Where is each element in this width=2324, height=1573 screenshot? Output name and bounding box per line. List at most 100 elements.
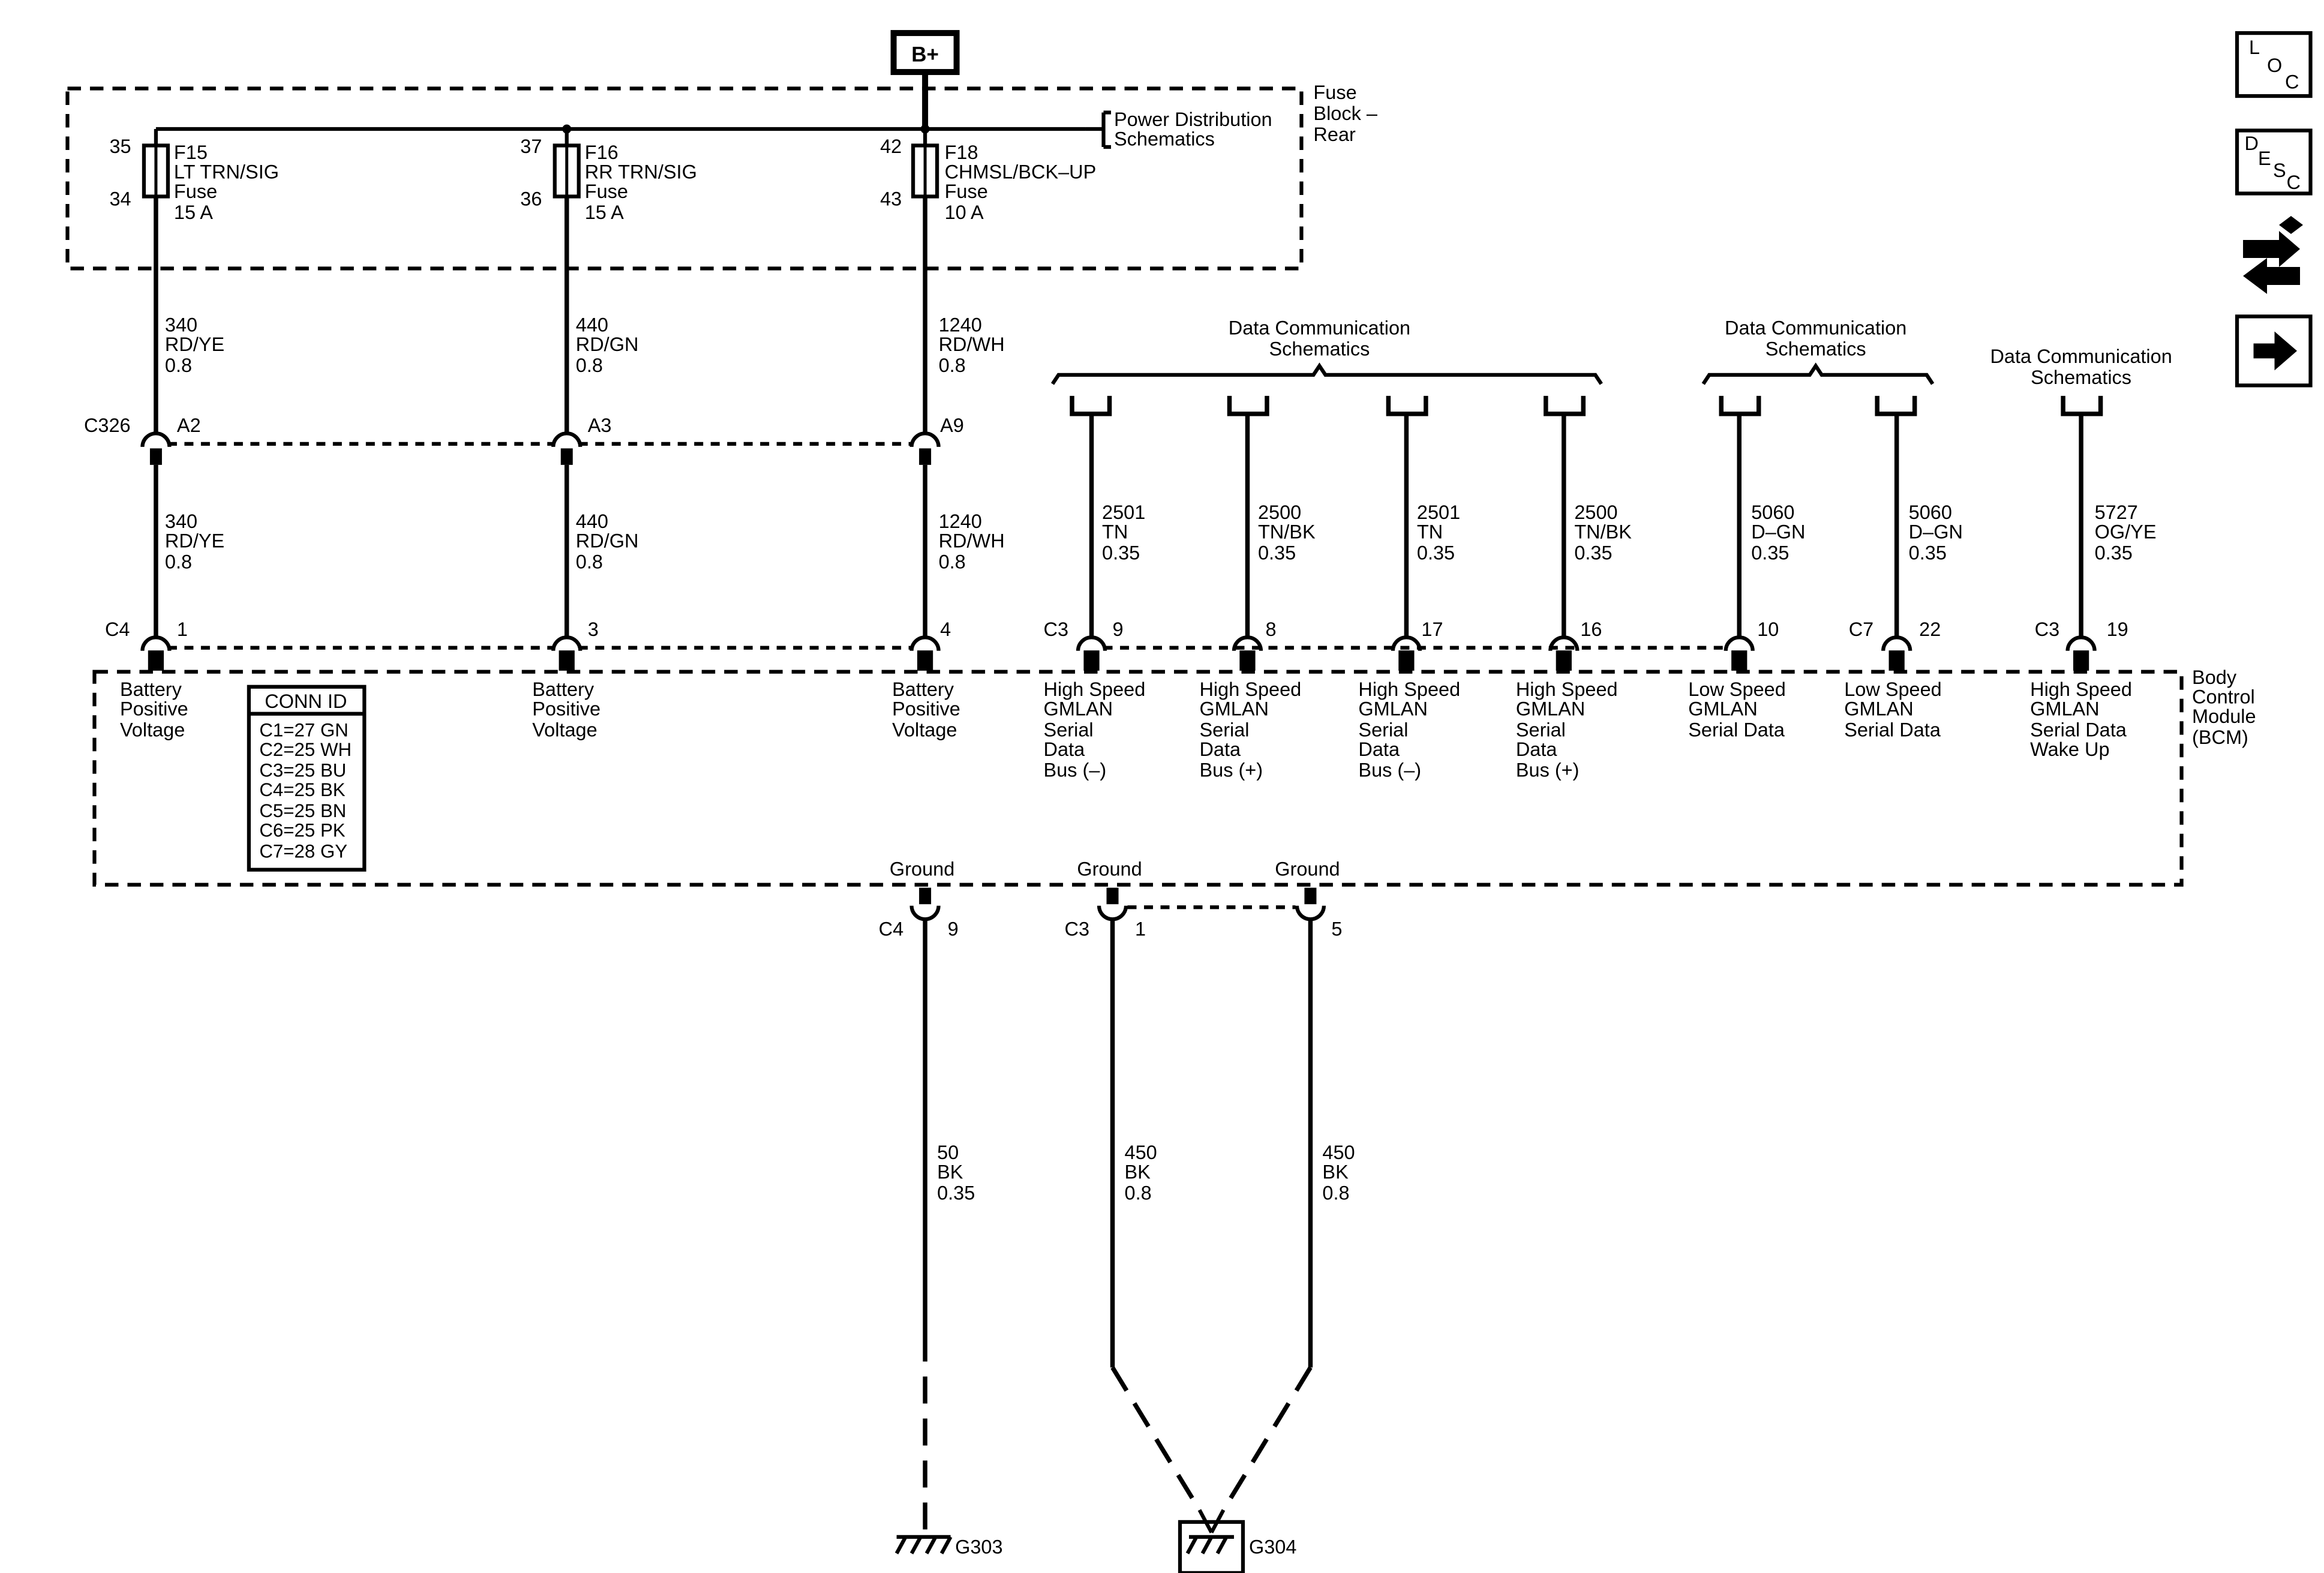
svg-text:Battery: Battery <box>120 679 182 700</box>
svg-text:Data Communication: Data Communication <box>1229 317 1410 338</box>
svg-text:0.35: 0.35 <box>1258 542 1296 563</box>
svg-text:Serial Data: Serial Data <box>2030 719 2127 740</box>
bcm-connector-row: C4 C3 C7 C3 1 3 4 9 8 17 16 10 22 19 <box>105 619 2128 650</box>
bcm-input-labels: Battery Positive Voltage Battery Positiv… <box>120 679 2132 781</box>
svg-text:Voltage: Voltage <box>120 719 185 740</box>
svg-text:0.35: 0.35 <box>937 1182 975 1204</box>
c326-to-bcm-wires <box>154 464 927 639</box>
svg-text:OG/YE: OG/YE <box>2095 521 2157 542</box>
svg-text:Data: Data <box>1044 739 1086 760</box>
svg-text:1: 1 <box>177 619 188 640</box>
conn-id-table: CONN ID C1=27 GN C2=25 WH C3=25 BU C4=25… <box>247 685 367 872</box>
bcm-pin-terminals <box>140 635 2097 671</box>
ground-g303-label: G303 <box>955 1536 1002 1557</box>
svg-text:50: 50 <box>937 1142 959 1163</box>
svg-text:RD/WH: RD/WH <box>939 530 1005 551</box>
svg-text:2500: 2500 <box>1258 502 1301 523</box>
connector-swap-icon[interactable] <box>2243 215 2304 294</box>
next-arrow-icon[interactable] <box>2235 314 2313 388</box>
svg-text:Serial Data: Serial Data <box>1844 719 1941 740</box>
svg-text:19: 19 <box>2107 619 2128 640</box>
ground-wires <box>923 920 1313 1537</box>
svg-text:TN: TN <box>1417 521 1443 542</box>
svg-text:0.35: 0.35 <box>1102 542 1140 563</box>
svg-text:Rear: Rear <box>1313 124 1356 145</box>
ground-g304-icon <box>1178 1509 1245 1573</box>
svg-text:F15: F15 <box>174 142 208 163</box>
fuse-f18: 42 43 F18 CHMSL/BCK–UP Fuse 10 A <box>880 129 1096 223</box>
svg-text:5060: 5060 <box>1909 502 1952 523</box>
svg-text:C3: C3 <box>2035 619 2060 640</box>
svg-text:C3=25 BU: C3=25 BU <box>259 760 346 781</box>
svg-text:16: 16 <box>1580 619 1602 640</box>
svg-text:RD/YE: RD/YE <box>165 530 224 551</box>
svg-text:Schematics: Schematics <box>1269 338 1370 359</box>
description-icon[interactable]: D E S C <box>2235 128 2313 196</box>
svg-text:Schematics: Schematics <box>1114 128 1215 150</box>
svg-text:0.8: 0.8 <box>1125 1182 1152 1204</box>
svg-text:1240: 1240 <box>939 314 982 335</box>
svg-text:Serial: Serial <box>1516 719 1566 740</box>
svg-text:Data Communication: Data Communication <box>1990 346 2172 367</box>
svg-text:450: 450 <box>1125 1142 1157 1163</box>
location-icon[interactable]: L O C <box>2235 31 2313 98</box>
svg-text:RD/WH: RD/WH <box>939 334 1005 355</box>
svg-text:1: 1 <box>1135 918 1146 940</box>
svg-text:5: 5 <box>1331 918 1342 940</box>
svg-text:GMLAN: GMLAN <box>1844 698 1914 719</box>
svg-text:C: C <box>2285 71 2299 93</box>
data-comm-group-1[interactable]: Data Communication Schematics <box>1050 317 1603 385</box>
svg-text:0.8: 0.8 <box>939 355 966 376</box>
svg-text:RD/GN: RD/GN <box>576 530 639 551</box>
svg-text:BK: BK <box>1322 1161 1349 1183</box>
svg-text:Serial: Serial <box>1358 719 1408 740</box>
fuse-block-name: Fuse Block – Rear <box>1313 82 1377 145</box>
bcm-module-box <box>92 670 2184 887</box>
svg-text:GMLAN: GMLAN <box>1044 698 1113 719</box>
svg-text:0.8: 0.8 <box>939 551 966 572</box>
ground-g303-icon <box>894 1535 953 1554</box>
svg-text:Voltage: Voltage <box>532 719 597 740</box>
svg-text:RD/GN: RD/GN <box>576 334 639 355</box>
svg-text:0.8: 0.8 <box>576 551 603 572</box>
svg-text:CHMSL/BCK–UP: CHMSL/BCK–UP <box>945 161 1097 183</box>
svg-text:2500: 2500 <box>1574 502 1617 523</box>
svg-text:42: 42 <box>880 136 902 157</box>
svg-text:0.8: 0.8 <box>1322 1182 1349 1204</box>
svg-text:4: 4 <box>940 619 951 640</box>
svg-text:Schematics: Schematics <box>2031 367 2131 388</box>
power-distribution-link[interactable]: Power Distribution Schematics <box>1085 109 1272 150</box>
ground-wire-labels: 50 BK 0.35 450 BK 0.8 450 BK 0.8 <box>937 1142 1355 1203</box>
svg-text:340: 340 <box>165 314 197 335</box>
svg-text:Fuse: Fuse <box>174 181 217 202</box>
bcm-ground-labels: Ground Ground Ground <box>890 858 1340 880</box>
svg-text:5727: 5727 <box>2095 502 2138 523</box>
svg-text:C: C <box>2287 172 2301 193</box>
svg-text:10 A: 10 A <box>945 202 984 223</box>
svg-text:5060: 5060 <box>1751 502 1794 523</box>
svg-text:3: 3 <box>588 619 599 640</box>
data-comm-group-2[interactable]: Data Communication Schematics <box>1701 317 1935 385</box>
svg-text:0.8: 0.8 <box>576 355 603 376</box>
ground-g304-label: G304 <box>1249 1536 1296 1557</box>
svg-text:22: 22 <box>1919 619 1941 640</box>
data-comm-group-3[interactable]: Data Communication Schematics <box>1990 346 2172 388</box>
svg-text:C4: C4 <box>105 619 130 640</box>
svg-text:GMLAN: GMLAN <box>1358 698 1428 719</box>
svg-text:34: 34 <box>109 188 131 210</box>
svg-text:2501: 2501 <box>1102 502 1145 523</box>
ground-connectors: C4 9 C3 1 5 <box>879 887 1343 940</box>
svg-text:S: S <box>2273 160 2286 181</box>
svg-text:High Speed: High Speed <box>1199 679 1301 700</box>
battery-label: B+ <box>911 43 939 67</box>
battery-positive-terminal: B+ <box>890 30 960 76</box>
fuse-f15: 35 34 F15 LT TRN/SIG Fuse 15 A <box>109 129 279 223</box>
connector-c326: C326 A2 A3 A9 <box>84 415 964 465</box>
svg-text:Power Distribution: Power Distribution <box>1114 109 1272 130</box>
fuse-block-rear-box <box>65 86 1304 271</box>
svg-text:RR TRN/SIG: RR TRN/SIG <box>585 161 697 183</box>
svg-text:Battery: Battery <box>892 679 954 700</box>
svg-text:Positive: Positive <box>120 698 188 719</box>
svg-text:(BCM): (BCM) <box>2192 727 2248 748</box>
